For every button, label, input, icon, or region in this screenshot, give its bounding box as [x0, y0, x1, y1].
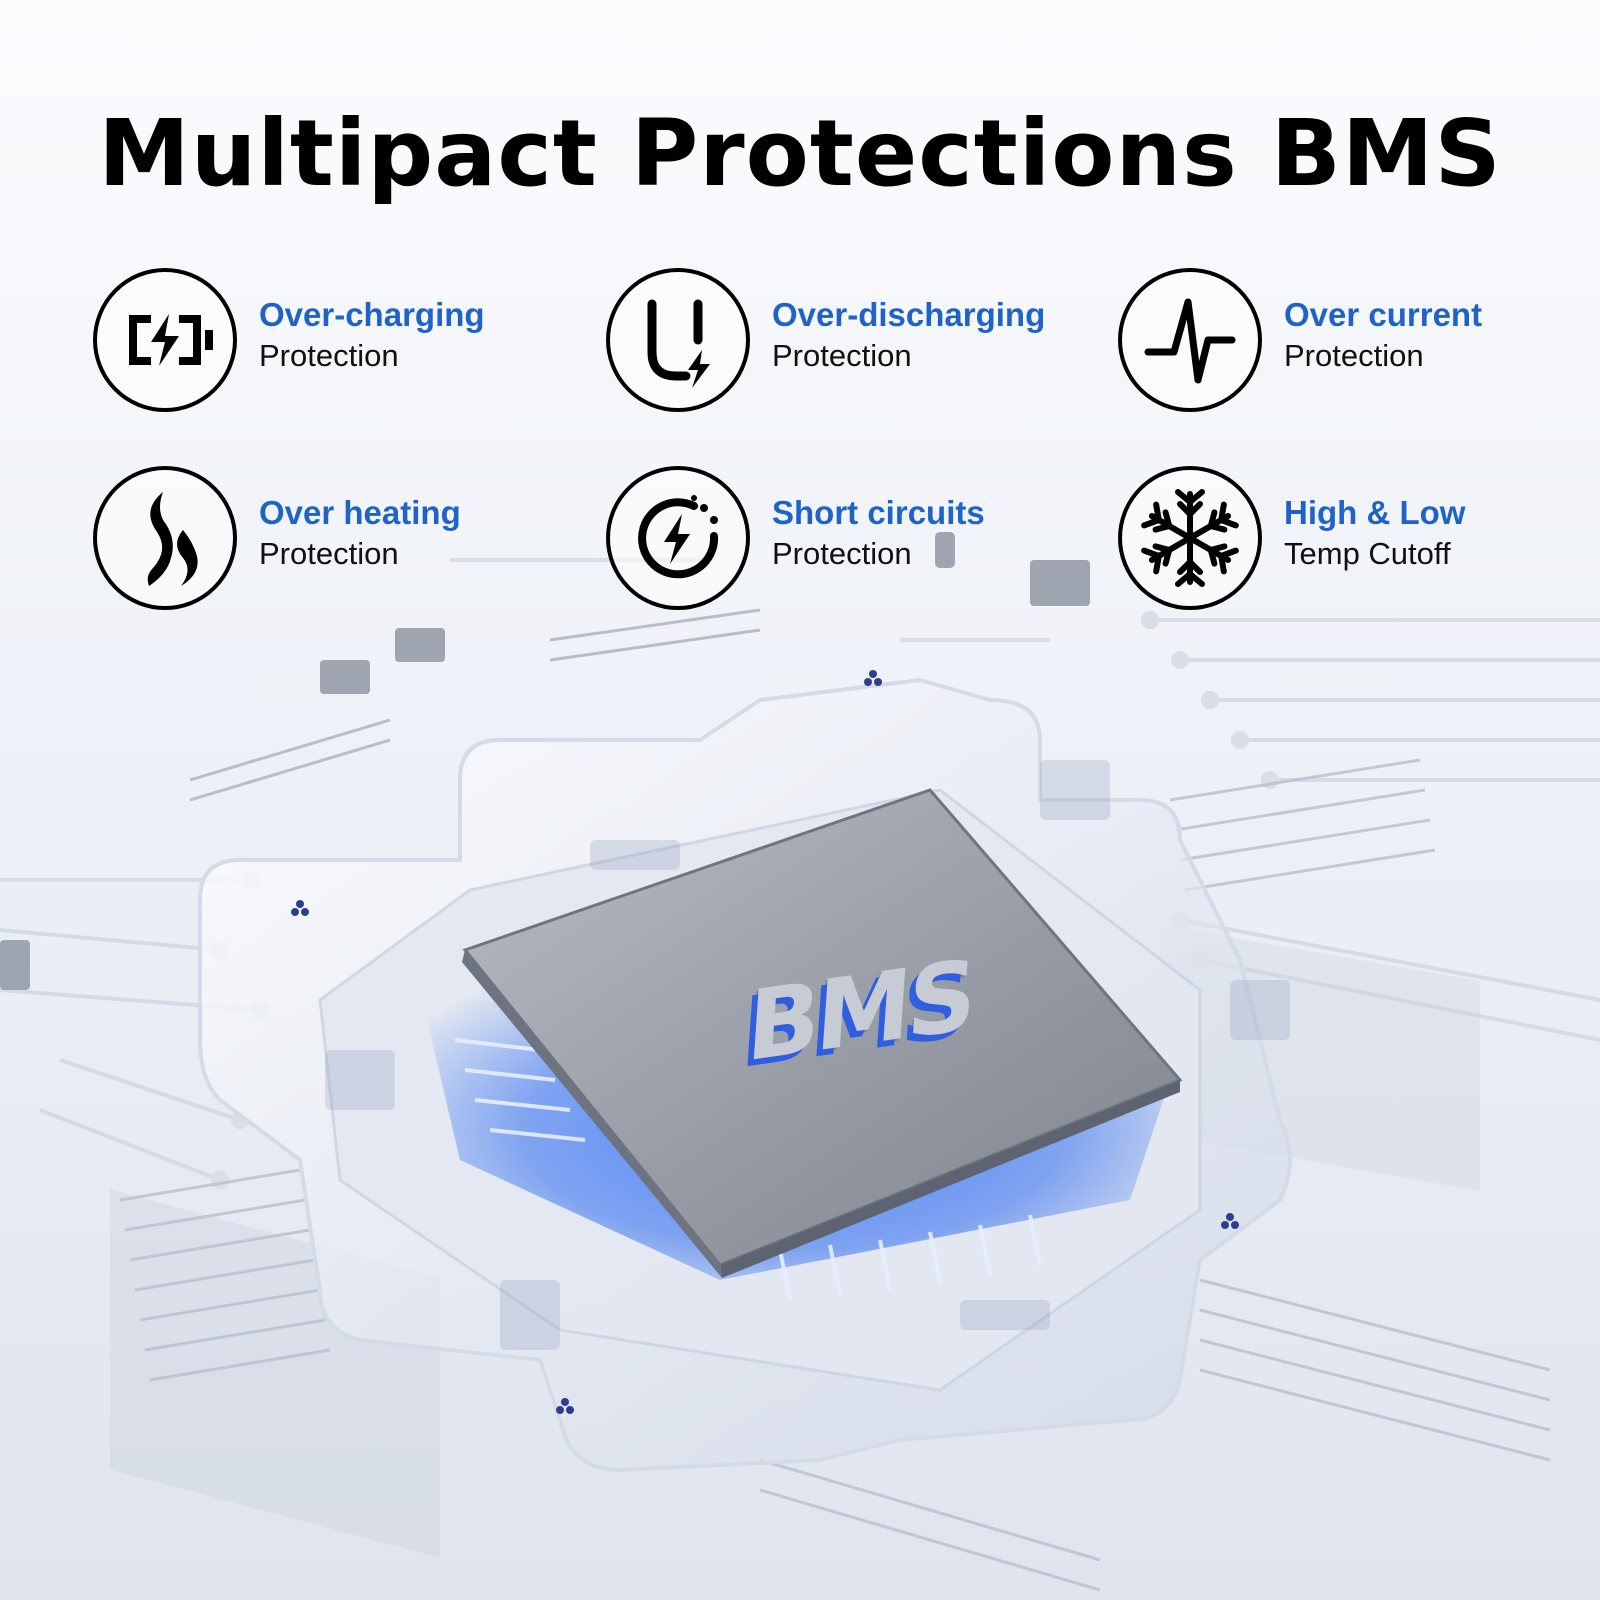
feature-subtitle: Protection: [259, 536, 399, 571]
feature-icon-circle: [93, 466, 237, 610]
feature-title: Over heating: [259, 494, 461, 531]
feature-over-heating: Over heating Protection: [93, 466, 593, 616]
feature-icon-circle: [606, 268, 750, 412]
feature-title: High & Low: [1284, 494, 1466, 531]
feature-title: Short circuits: [772, 494, 985, 531]
feature-subtitle: Temp Cutoff: [1284, 536, 1451, 571]
feature-title: Over-discharging: [772, 296, 1046, 333]
feature-subtitle: Protection: [772, 536, 912, 571]
feature-short-circuits: Short circuits Protection: [606, 466, 1106, 616]
feature-over-discharging: Over-discharging Protection: [606, 268, 1106, 418]
page-title: Multipact Protections BMS: [98, 100, 1502, 207]
flame-icon: [147, 492, 198, 586]
feature-temp-cutoff: High & Low Temp Cutoff: [1118, 466, 1600, 616]
feature-icon-circle: [1118, 466, 1262, 610]
feature-title: Over-charging: [259, 296, 485, 333]
feature-icon-circle: [606, 466, 750, 610]
battery-charging-icon: [129, 314, 213, 366]
feature-icon-circle: [93, 268, 237, 412]
pulse-icon: [1144, 298, 1236, 384]
feature-subtitle: Protection: [1284, 338, 1424, 373]
feature-subtitle: Protection: [259, 338, 399, 373]
snowflake-icon: [1141, 489, 1239, 587]
u-bolt-icon: [647, 299, 710, 388]
feature-title: Over current: [1284, 296, 1483, 333]
bolt-circle-icon: [638, 495, 719, 579]
feature-icon-circle: [1118, 268, 1262, 412]
feature-over-charging: Over-charging Protection: [93, 268, 593, 418]
feature-subtitle: Protection: [772, 338, 912, 373]
feature-over-current: Over current Protection: [1118, 268, 1600, 418]
